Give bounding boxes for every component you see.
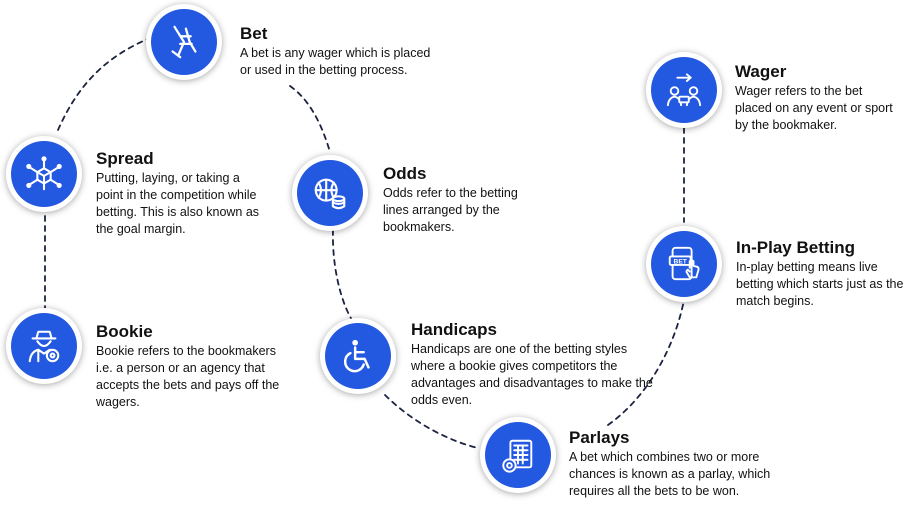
spread-node — [6, 136, 82, 212]
connector-odds-handicaps — [332, 229, 353, 321]
bet-title: Bet — [240, 24, 268, 43]
wager-node — [646, 52, 722, 128]
parlays-title: Parlays — [569, 428, 630, 447]
wager-title: Wager — [735, 62, 787, 81]
handshake-icon — [171, 25, 197, 59]
handicaps-title: Handicaps — [411, 320, 497, 339]
ball-and-coins-icon — [314, 178, 346, 210]
odds-desc: Odds refer to the betting lines arranged… — [383, 186, 518, 234]
wager-desc: Wager refers to the bet placed on any ev… — [735, 84, 893, 132]
parlays-node — [480, 417, 556, 493]
inplay-title: In-Play Betting — [736, 238, 856, 257]
spread-desc: Putting, laying, or taking a point in th… — [96, 171, 260, 236]
handicaps-desc: Handicaps are one of the betting styles … — [411, 342, 653, 407]
connector-spread-bet — [57, 37, 151, 131]
bookie-node — [6, 308, 82, 384]
inplay-desc: In-play betting means live betting which… — [736, 260, 904, 308]
bet-node — [146, 4, 222, 80]
bet-desc: A bet is any wager which is placed or us… — [240, 46, 431, 77]
odds-node — [292, 155, 368, 231]
bookie-agent-icon — [28, 330, 60, 363]
wheelchair-icon — [343, 339, 370, 373]
connector-handicaps-parlays — [384, 394, 479, 449]
connector-bet-odds — [289, 85, 331, 153]
ticket-chip-icon — [502, 439, 533, 473]
money-exchange-icon — [666, 73, 702, 107]
parlays-desc: A bet which combines two or more chances… — [569, 450, 771, 498]
odds-title: Odds — [383, 164, 427, 183]
bookie-desc: Bookie refers to the bookmakers i.e. a p… — [96, 344, 280, 409]
inplay-node: BET — [646, 226, 722, 302]
spread-title: Spread — [96, 149, 154, 168]
mobile-bet-icon: BET — [668, 246, 700, 281]
network-cube-icon — [26, 156, 62, 191]
connector-parlays-inplay — [607, 299, 685, 426]
bookie-title: Bookie — [96, 322, 153, 341]
handicaps-node — [320, 318, 396, 394]
bet-label: BET — [674, 259, 687, 266]
